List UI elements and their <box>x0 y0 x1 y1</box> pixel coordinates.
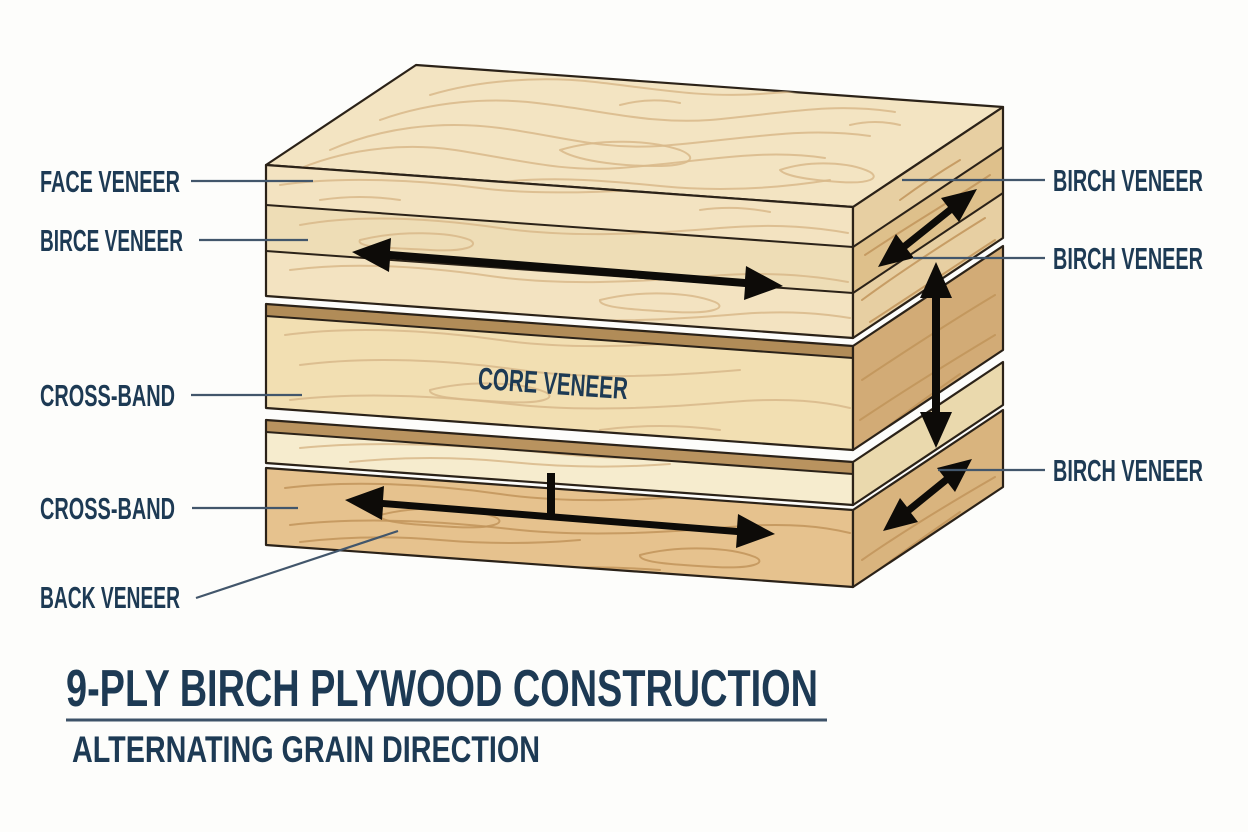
grain-tick-mark <box>547 473 555 517</box>
label-birch-veneer-2: BIRCH VENEER <box>1053 241 1203 276</box>
plywood-block <box>264 63 1005 589</box>
layer-labels: FACE VENEER BIRCE VENEER CROSS-BAND CROS… <box>40 163 1203 615</box>
label-birce-veneer: BIRCE VENEER <box>40 223 183 258</box>
grain-arrow-side-top <box>878 189 977 267</box>
cream-side-face <box>851 360 1005 507</box>
top-slab <box>264 63 1005 340</box>
grain-arrow-side-bottom <box>883 459 972 531</box>
diagram-title: 9-PLY BIRCH PLYWOOD CONSTRUCTION <box>66 660 818 718</box>
core-top-strip <box>266 304 853 358</box>
grain-arrow-top-front <box>352 238 783 300</box>
label-cross-band-1: CROSS-BAND <box>40 378 175 413</box>
cross-band-slab <box>264 360 1005 507</box>
grain-arrow-bottom-front <box>345 486 775 548</box>
bottom-front-face <box>266 468 853 587</box>
label-back-veneer: BACK VENEER <box>40 580 180 615</box>
cream-top-strip <box>266 420 853 474</box>
label-birch-veneer-1: BIRCH VENEER <box>1053 163 1203 198</box>
diagram-subtitle: ALTERNATING GRAIN DIRECTION <box>72 729 540 770</box>
grain-arrow-side-vertical <box>920 262 952 448</box>
leader-lines <box>191 178 1045 600</box>
label-cross-band-2: CROSS-BAND <box>40 491 175 526</box>
top-slab-front-band2 <box>266 205 853 293</box>
leader-back-veneer <box>195 529 399 600</box>
title-block: 9-PLY BIRCH PLYWOOD CONSTRUCTION ALTERNA… <box>66 660 827 770</box>
label-birch-veneer-3: BIRCH VENEER <box>1053 453 1203 488</box>
label-face-veneer: FACE VENEER <box>40 164 180 199</box>
